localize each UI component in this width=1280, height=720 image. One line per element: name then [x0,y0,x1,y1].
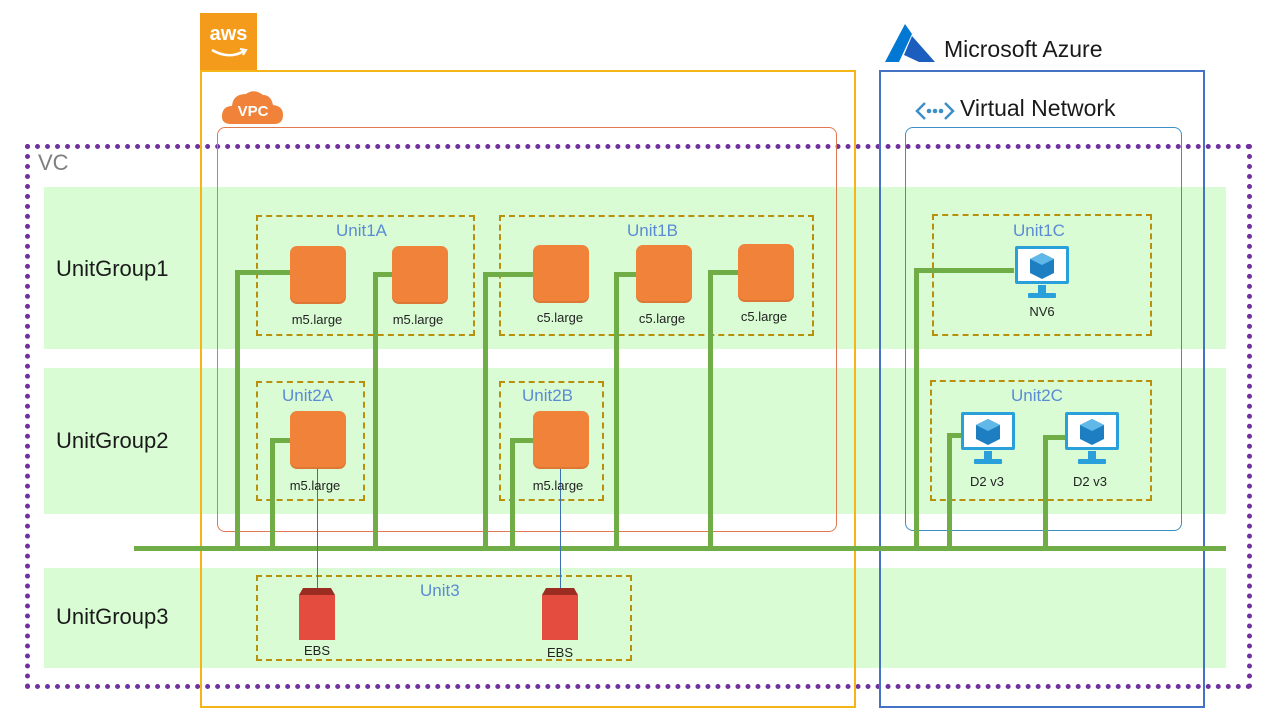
network-drop [914,268,919,549]
aws-logo-text: aws [209,23,248,45]
unit3-label: Unit3 [420,581,460,600]
instance-type-label: c5.large [638,311,686,326]
network-drop [708,270,713,549]
azure-vm-icon [1015,246,1069,298]
network-branch [947,433,961,438]
network-branch [270,438,290,443]
network-drop [510,438,515,549]
unitgroup1-label: UnitGroup1 [56,256,169,281]
instance-type-label: c5.large [740,309,788,324]
unit2a-label: Unit2A [282,386,334,405]
ebs-volume-icon [299,588,335,640]
aws-logo: aws [200,13,257,70]
network-branch [235,270,290,275]
vpc-label: VPC [237,103,269,120]
network-branch [510,438,533,443]
instance-type-label: m5.large [392,312,444,327]
azure-title: Microsoft Azure [944,36,1103,62]
ec2-instance-icon [636,245,692,303]
unitgroup3-label: UnitGroup3 [56,604,169,629]
network-branch [373,272,392,277]
ec2-instance-icon [738,244,794,302]
ec2-instance-icon [392,246,448,304]
network-drop [235,270,240,549]
network-drop [1043,435,1048,549]
azure-logo-icon [885,24,935,62]
network-branch [708,270,738,275]
unit3-box [256,575,632,661]
unit1a-label: Unit1A [336,221,388,240]
ebs-label: EBS [303,643,331,658]
unitgroup3-band [44,568,1226,668]
unit1c-box [932,214,1152,336]
instance-type-label: m5.large [291,312,343,327]
ebs-attachment-line [317,468,318,588]
network-drop [614,272,619,549]
network-bus [134,546,1226,551]
unit2b-box [499,381,604,501]
aws-smile-icon [211,48,248,57]
ebs-attachment-line [560,468,561,588]
azure-vm-icon [961,412,1015,464]
network-drop [270,438,275,549]
unit1c-label: Unit1C [1013,221,1065,240]
unit2c-box [930,380,1152,501]
azure-vm-icon [1065,412,1119,464]
azure-border [879,70,1205,708]
aws-cloud-border [200,70,856,708]
network-branch [614,272,636,277]
vm-size-label: D2 v3 [970,474,1004,489]
network-drop [373,272,378,549]
network-branch [1043,435,1065,440]
ebs-volume-icon [542,588,578,640]
unitgroup2-band [44,368,1226,514]
unit2b-label: Unit2B [522,386,574,405]
instance-type-label: c5.large [536,310,584,325]
unitgroup2-label: UnitGroup2 [56,428,169,453]
ec2-instance-icon [533,411,589,469]
unit2a-box [256,381,365,501]
vnet-icon [915,102,955,120]
vnet-title: Virtual Network [960,95,1116,121]
ebs-label: EBS [546,645,574,660]
vc-border [25,144,1252,689]
vm-size-label: NV6 [1029,304,1055,319]
ec2-instance-icon [290,411,346,469]
unit1a-box [256,215,475,336]
network-branch [483,272,533,277]
vc-label: VC [38,150,69,175]
vpc-cloud-icon [221,91,283,124]
network-drop [483,272,488,549]
network-branch [914,268,1014,273]
ec2-instance-icon [290,246,346,304]
instance-type-label: m5.large [289,478,341,493]
vpc-border [217,127,837,532]
unit1b-label: Unit1B [627,221,679,240]
vm-size-label: D2 v3 [1073,474,1107,489]
ec2-instance-icon [533,245,589,303]
instance-type-label: m5.large [532,478,584,493]
network-drop [947,433,952,549]
unit2c-label: Unit2C [1011,386,1063,405]
